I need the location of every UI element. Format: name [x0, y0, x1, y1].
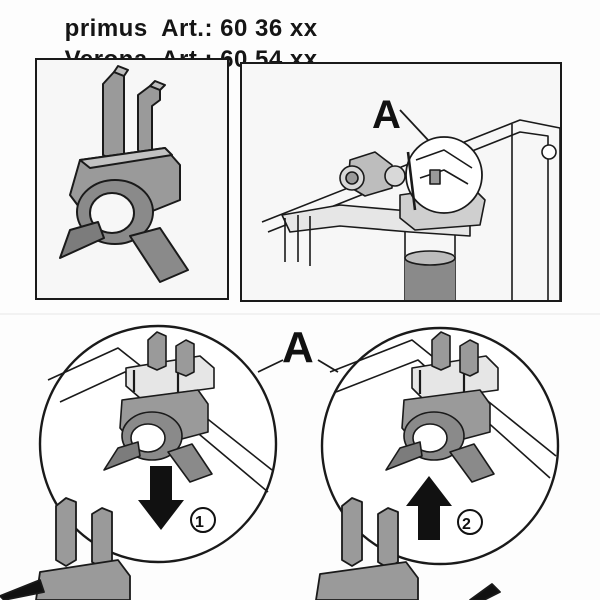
- header-article-primus: Art.: 60 36 xx: [161, 15, 318, 42]
- step-2-marker: 2: [462, 516, 471, 533]
- step-1-marker: 1: [195, 514, 204, 531]
- clip-part-drawing: [59, 65, 189, 283]
- detail-label-a-top: A: [372, 93, 401, 137]
- detail-circle-insert: 2: [320, 326, 560, 566]
- header-line-1: primus Art.: 60 36 xx: [36, 0, 318, 71]
- detail-label-a-bottom: A: [282, 323, 314, 372]
- header-model-primus: primus: [64, 15, 148, 42]
- bottom-left-clip: [0, 497, 131, 600]
- detail-circle-remove: 1: [38, 324, 278, 564]
- bottom-right-clip: [315, 497, 501, 600]
